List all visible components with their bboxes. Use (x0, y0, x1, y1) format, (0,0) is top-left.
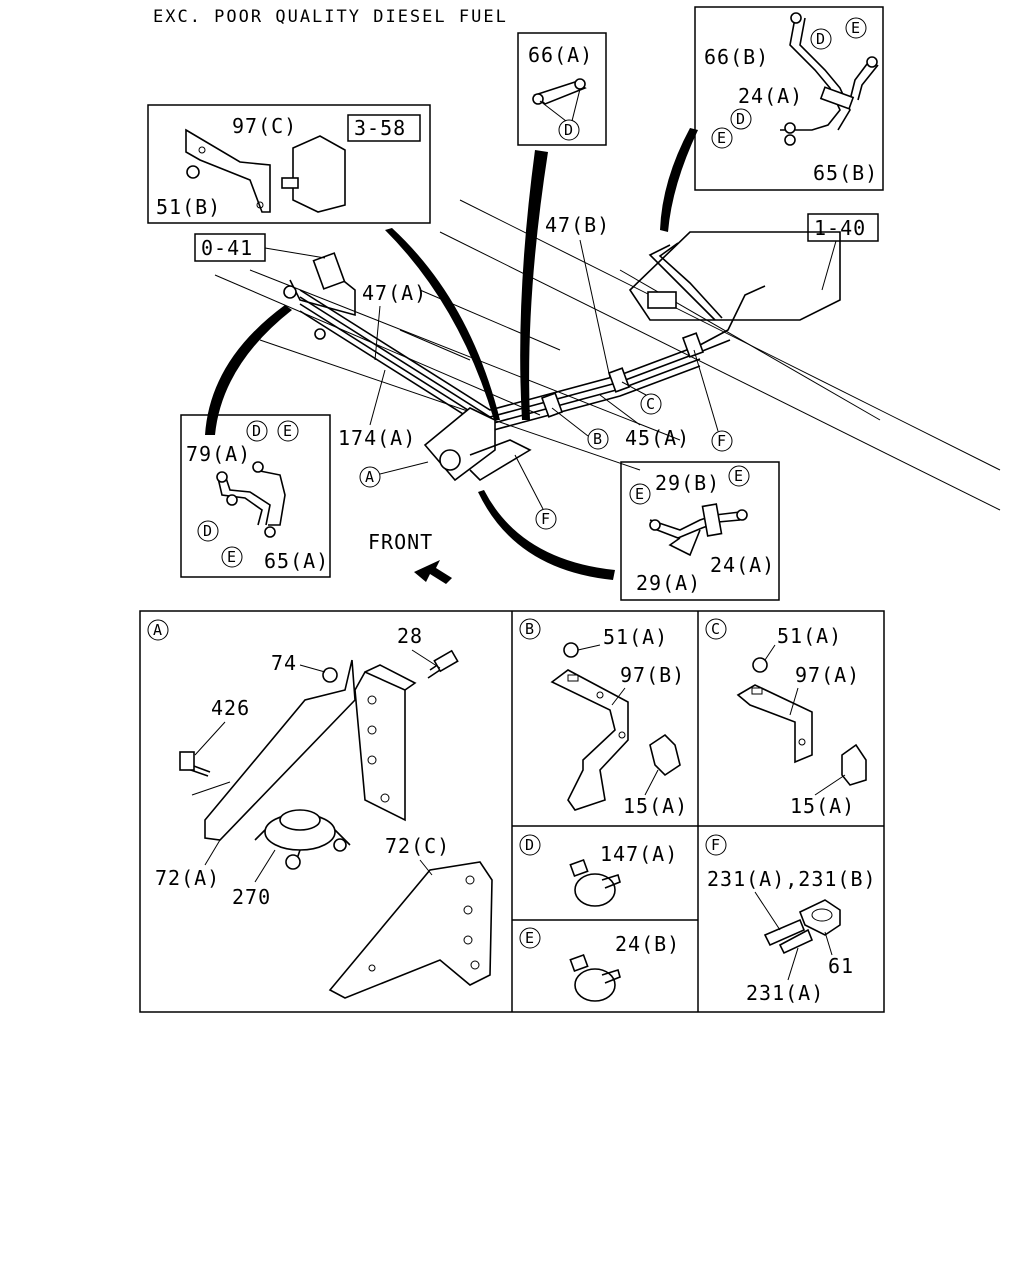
marker-e-top2: E (717, 129, 726, 147)
detail-box-hose-66a (517, 32, 607, 146)
label-15a-b: 15(A) (623, 794, 688, 818)
label-231a: 231(A) (746, 981, 824, 1005)
label-61: 61 (828, 954, 854, 978)
label-24b: 24(B) (615, 932, 680, 956)
label-72a: 72(A) (155, 866, 220, 890)
detail-box-hoses-79a-65a (180, 414, 331, 578)
diagram-title: EXC. POOR QUALITY DIESEL FUEL (153, 7, 508, 27)
fuel-pipes (283, 242, 766, 482)
label-51b: 51(B) (156, 195, 221, 219)
label-45a: 45(A) (625, 426, 690, 450)
fuel-tank (628, 231, 841, 321)
marker-e-79a: E (283, 422, 292, 440)
label-231ab: 231(A),231(B) (707, 867, 877, 891)
panel-d-marker: D (525, 836, 534, 854)
main-markers (359, 349, 733, 530)
ref-box-1-40 (807, 213, 879, 242)
label-51a-c: 51(A) (777, 624, 842, 648)
panel-a-parts (179, 649, 493, 999)
frame-rails (214, 199, 1001, 511)
marker-e-29: E (635, 485, 644, 503)
label-270: 270 (232, 885, 271, 909)
label-28: 28 (397, 624, 423, 648)
label-65a: 65(A) (264, 549, 329, 573)
label-97a: 97(A) (795, 663, 860, 687)
panel-d-clamp-147a (569, 858, 621, 907)
marker-e-top: E (851, 19, 860, 37)
label-74: 74 (271, 651, 297, 675)
panel-c-marker: C (711, 620, 720, 638)
marker-c-main: C (646, 395, 655, 413)
panel-b-marker: B (525, 620, 534, 638)
marker-b-main: B (593, 430, 602, 448)
marker-a-main: A (365, 468, 374, 486)
panel-b-parts (550, 642, 681, 811)
label-174a: 174(A) (338, 426, 416, 450)
panel-a-marker: A (153, 621, 162, 639)
label-65b: 65(B) (813, 161, 878, 185)
marker-d-66a: D (564, 121, 573, 139)
label-15a-c: 15(A) (790, 794, 855, 818)
label-47a: 47(A) (362, 281, 427, 305)
detail-box-hoses-29 (620, 461, 780, 601)
label-97c: 97(C) (232, 114, 297, 138)
front-label: FRONT (368, 530, 433, 554)
label-47b: 47(B) (545, 213, 610, 237)
label-147a: 147(A) (600, 842, 678, 866)
detail-box-bracket-97c (147, 104, 431, 224)
marker-d-top2: D (736, 110, 745, 128)
label-24a-mid: 24(A) (710, 553, 775, 577)
label-29b: 29(B) (655, 471, 720, 495)
lower-detail-panel (139, 610, 885, 1013)
front-arrow-icon (414, 560, 452, 584)
marker-d-top: D (816, 30, 825, 48)
callout-arcs (205, 128, 698, 580)
ref-box-0-41 (194, 233, 266, 262)
label-97b: 97(B) (620, 663, 685, 687)
panel-f-parts (763, 899, 841, 955)
marker-f-main: F (717, 432, 726, 450)
panel-e-clamp-24b (569, 953, 621, 1002)
label-72c: 72(C) (385, 834, 450, 858)
marker-e-79a-2: E (227, 548, 236, 566)
ref-1-40: 1-40 (814, 216, 866, 240)
marker-f-main2: F (541, 510, 550, 528)
label-51a-b: 51(A) (603, 625, 668, 649)
detail-box-hoses-66b-65b (694, 6, 884, 191)
marker-d-79a-2: D (203, 522, 212, 540)
panel-c-parts (736, 657, 867, 786)
marker-e-29-2: E (734, 467, 743, 485)
label-66b: 66(B) (704, 45, 769, 69)
ref-0-41: 0-41 (201, 236, 253, 260)
ref-3-58: 3-58 (354, 116, 406, 140)
marker-d-79a: D (252, 422, 261, 440)
label-426: 426 (211, 696, 250, 720)
panel-e-marker: E (525, 929, 534, 947)
label-66a: 66(A) (528, 43, 593, 67)
label-79a: 79(A) (186, 442, 251, 466)
label-24a-top: 24(A) (738, 84, 803, 108)
panel-f-marker: F (711, 836, 720, 854)
label-29a: 29(A) (636, 571, 701, 595)
